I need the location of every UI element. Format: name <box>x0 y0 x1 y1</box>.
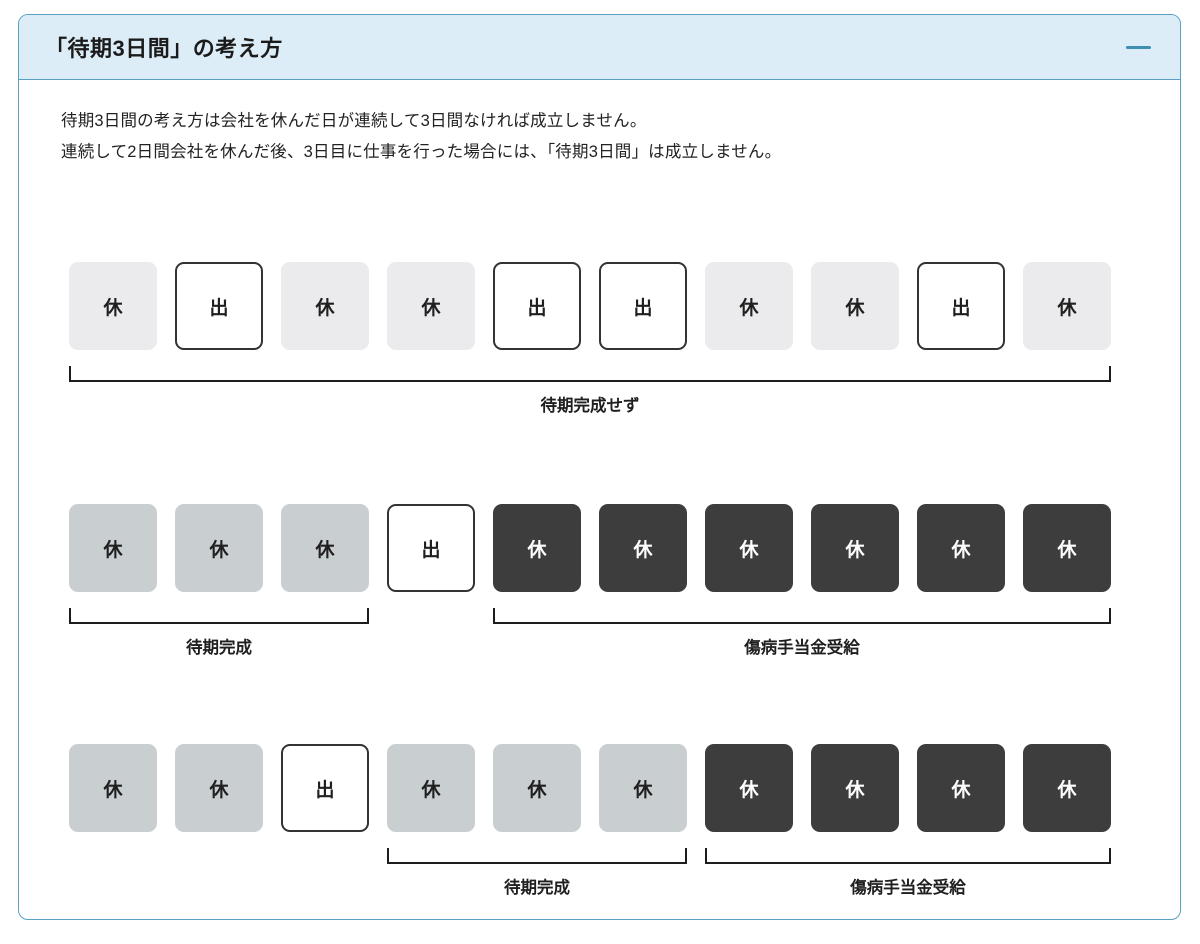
day-box-休: 休 <box>1023 504 1111 592</box>
day-box-休: 休 <box>69 504 157 592</box>
day-box-休: 休 <box>387 262 475 350</box>
day-box-group: 休休休出休休休休休休 <box>69 504 1135 592</box>
day-box-休: 休 <box>811 744 899 832</box>
day-box-出: 出 <box>281 744 369 832</box>
day-box-休: 休 <box>175 744 263 832</box>
intro-paragraph: 待期3日間の考え方は会社を休んだ日が連続して3日間なければ成立しません。 連続し… <box>61 106 781 167</box>
span-bracket-label: 傷病手当金受給 <box>850 879 966 897</box>
span-bracket-label: 待期完成せず <box>540 397 640 415</box>
day-box-休: 休 <box>387 744 475 832</box>
waiting-period-diagram: 休出休休出出休休出休 待期完成せず 休休休出休休休休休休 待期完成傷病手当金受給… <box>19 80 1180 919</box>
day-box-休: 休 <box>281 262 369 350</box>
span-bracket <box>69 366 1111 382</box>
minus-icon <box>1125 45 1151 49</box>
page-title: 「待期3日間」の考え方 <box>45 36 283 61</box>
day-box-休: 休 <box>281 504 369 592</box>
span-bracket <box>387 848 687 864</box>
span-bracket <box>69 608 369 624</box>
day-box-休: 休 <box>69 744 157 832</box>
collapse-toggle-button[interactable] <box>1118 27 1158 67</box>
span-bracket <box>705 848 1111 864</box>
span-bracket-label: 待期完成 <box>504 879 570 897</box>
day-box-休: 休 <box>811 504 899 592</box>
day-box-出: 出 <box>387 504 475 592</box>
intro-line-2: 連続して2日間会社を休んだ後、3日目に仕事を行った場合には、「待期3日間」は成立… <box>61 142 782 161</box>
diagram-row-3: 休休出休休休休休休休 待期完成傷病手当金受給 <box>69 744 1139 897</box>
collapsible-card: 「待期3日間」の考え方 待期3日間の考え方は会社を休んだ日が連続して3日間なけれ… <box>18 14 1181 920</box>
intro-line-1: 待期3日間の考え方は会社を休んだ日が連続して3日間なければ成立しません。 <box>61 112 647 130</box>
day-box-休: 休 <box>917 504 1005 592</box>
day-box-休: 休 <box>811 262 899 350</box>
day-box-group: 休出休休出出休休出休 <box>69 262 1135 350</box>
day-box-出: 出 <box>599 262 687 350</box>
diagram-row-1: 休出休休出出休休出休 待期完成せず <box>69 262 1139 415</box>
day-box-休: 休 <box>1023 744 1111 832</box>
day-box-出: 出 <box>917 262 1005 350</box>
day-box-出: 出 <box>493 262 581 350</box>
day-box-休: 休 <box>599 504 687 592</box>
span-bracket-label: 傷病手当金受給 <box>744 639 860 657</box>
day-box-休: 休 <box>599 744 687 832</box>
diagram-row-2: 休休休出休休休休休休 待期完成傷病手当金受給 <box>69 504 1139 657</box>
span-bracket <box>493 608 1111 624</box>
day-box-group: 休休出休休休休休休休 <box>69 744 1135 832</box>
day-box-休: 休 <box>493 744 581 832</box>
day-box-休: 休 <box>493 504 581 592</box>
day-box-休: 休 <box>705 744 793 832</box>
span-bracket-label: 待期完成 <box>186 639 252 657</box>
day-box-休: 休 <box>705 504 793 592</box>
day-box-休: 休 <box>175 504 263 592</box>
card-header: 「待期3日間」の考え方 <box>19 15 1180 80</box>
day-box-休: 休 <box>1023 262 1111 350</box>
day-box-休: 休 <box>917 744 1005 832</box>
day-box-出: 出 <box>175 262 263 350</box>
day-box-休: 休 <box>69 262 157 350</box>
card-body: 待期3日間の考え方は会社を休んだ日が連続して3日間なければ成立しません。 連続し… <box>19 80 1180 919</box>
day-box-休: 休 <box>705 262 793 350</box>
